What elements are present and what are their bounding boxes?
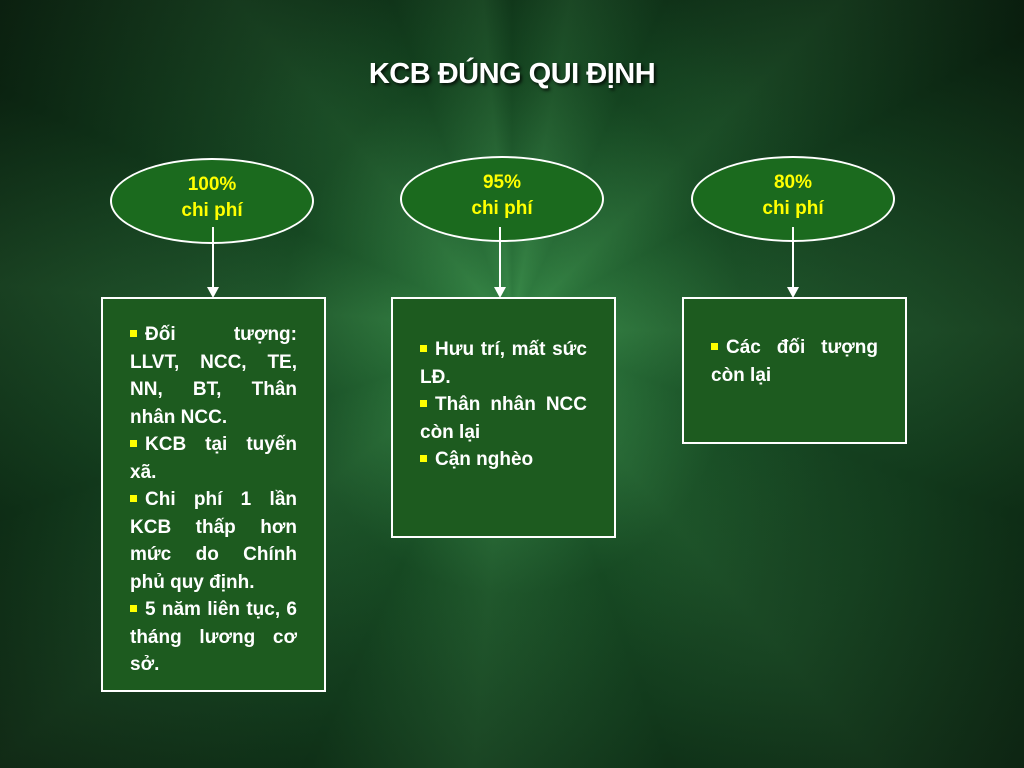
- level-box-100: Đối tượng: LLVT, NCC, TE, NN, BT, Thân n…: [101, 297, 326, 692]
- list-item: Chi phí 1 lần KCB thấp hơn mức do Chính …: [130, 489, 297, 593]
- level-box-95: Hưu trí, mất sức LĐ. Thân nhân NCC còn l…: [391, 297, 616, 538]
- bullet-icon: [130, 440, 137, 447]
- list-item: Hưu trí, mất sức LĐ.: [420, 339, 587, 388]
- bullet-icon: [711, 343, 718, 350]
- bullet-icon: [420, 345, 427, 352]
- down-arrow-icon: [494, 227, 506, 298]
- list-item: Các đối tượng còn lại: [711, 337, 878, 386]
- list-item: Thân nhân NCC còn lại: [420, 394, 587, 443]
- list-item: Đối tượng: LLVT, NCC, TE, NN, BT, Thân n…: [130, 324, 297, 428]
- level-percent: 95%: [482, 172, 522, 193]
- list-item: 5 năm liên tục, 6 tháng lương cơ sở.: [130, 599, 297, 675]
- level-oval-95: 95% chi phí: [400, 156, 604, 242]
- level-label: chi phí: [181, 200, 243, 221]
- level-oval-100: 100% chi phí: [110, 158, 314, 244]
- level-percent: 100%: [187, 174, 237, 195]
- bullet-icon: [130, 605, 137, 612]
- level-box-80: Các đối tượng còn lại: [682, 297, 907, 444]
- slide-title: KCB ĐÚNG QUI ĐỊNH: [368, 58, 656, 90]
- bullet-icon: [420, 400, 427, 407]
- level-label: chi phí: [762, 198, 824, 219]
- level-label: chi phí: [471, 198, 533, 219]
- bullet-icon: [130, 495, 137, 502]
- level-percent: 80%: [773, 172, 813, 193]
- list-item: KCB tại tuyến xã.: [130, 434, 297, 483]
- down-arrow-icon: [787, 227, 799, 298]
- down-arrow-icon: [207, 227, 219, 298]
- bullet-icon: [420, 455, 427, 462]
- bullet-icon: [130, 330, 137, 337]
- list-item: Cận nghèo: [420, 446, 587, 474]
